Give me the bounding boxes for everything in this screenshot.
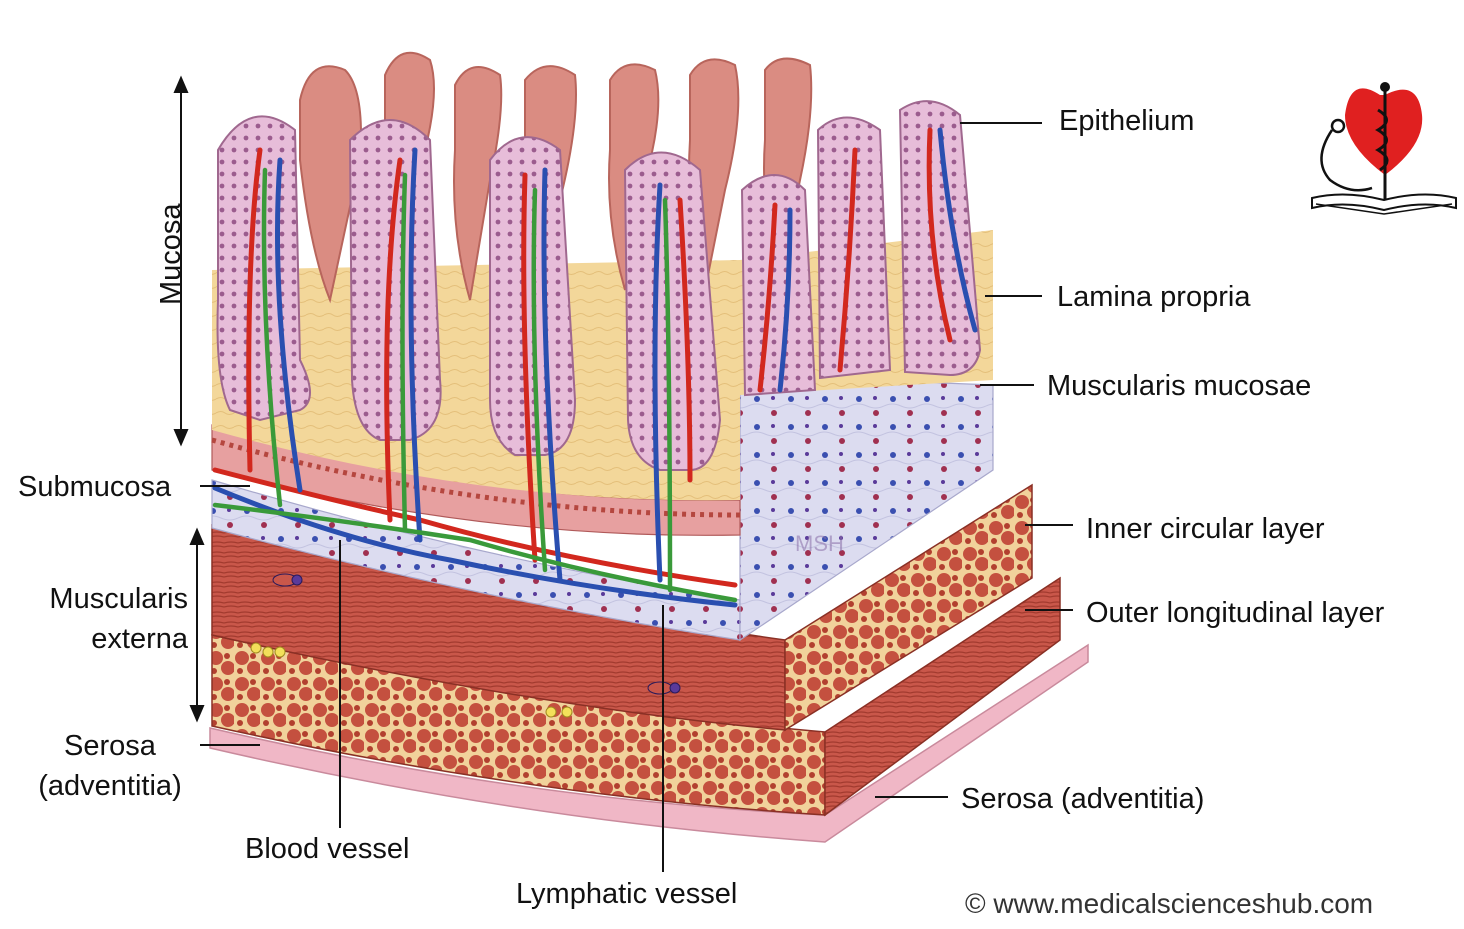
blood-vessels [212,127,978,608]
mucosa-arrow [173,75,189,447]
label-inner-circular-layer: Inner circular layer [1086,513,1325,545]
label-blood-vessel: Blood vessel [245,833,410,865]
copyright-notice: © www.medicalscienceshub.com [965,888,1374,919]
muscularis-externa-arrow [189,527,205,723]
label-muscularis-externa-line1: Muscularis [49,583,188,615]
watermark: MSH [795,531,844,556]
label-serosa-left-line1: Serosa [64,730,156,762]
site-logo [1311,82,1457,215]
label-outer-longitudinal-layer: Outer longitudinal layer [1086,597,1385,629]
lymphatic-vessels [212,167,738,603]
fat-cells [250,642,573,718]
label-muscularis-externa-line2: externa [91,623,188,655]
epithelium-layer [216,100,982,471]
label-mucosa: Mucosa [155,203,187,305]
label-lamina-propria: Lamina propria [1057,281,1251,313]
label-submucosa: Submucosa [18,471,172,503]
label-serosa-right: Serosa (adventitia) [961,783,1205,815]
label-muscularis-mucosae: Muscularis mucosae [1047,370,1312,402]
label-serosa-left-line2: (adventitia) [38,770,182,802]
label-lymphatic-vessel: Lymphatic vessel [516,878,738,910]
leader-lines [200,122,1073,872]
muscle-nuclei [272,573,681,695]
label-epithelium: Epithelium [1059,105,1195,137]
serosa-layer [209,643,1089,843]
